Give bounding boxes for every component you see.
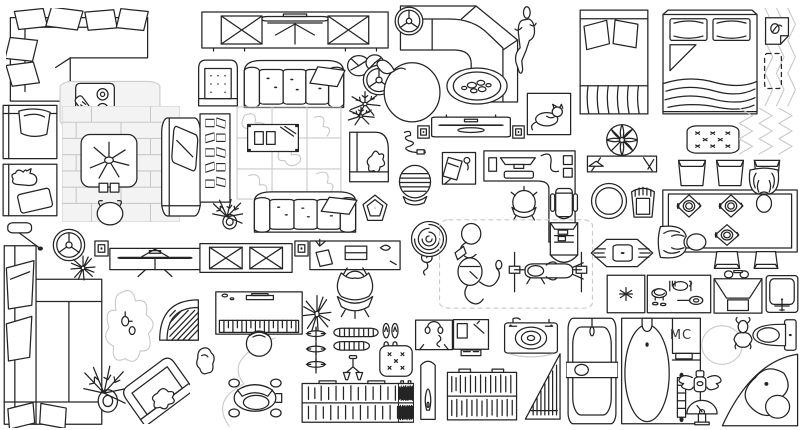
office-chair-icon [510,186,538,221]
ceiling-fan-icon [395,7,423,35]
round-fan-icon [53,229,85,261]
cat-portrait-icon [527,93,571,135]
toilet-icon [752,319,797,351]
stone-decor-icon [196,347,215,375]
small-plant-icon [348,107,375,125]
star-plant-icon [350,91,381,117]
dining-chair-2-icon [716,160,744,186]
tv-console-speakers-icon [431,114,511,138]
stove-hood-icon [713,270,763,314]
shag-rug-triangle-icon [524,353,561,420]
shag-rug-narrow-icon [398,380,414,423]
dining-chair-4-icon [714,251,740,269]
side-desk-monitor-icon [442,152,476,185]
dining-chair-1-icon [678,160,706,186]
herringbone-floor-right-icon [738,108,793,155]
single-bed-cat-icon [2,163,58,217]
speaker-3-icon [294,240,309,257]
mc-closet-label: MC [669,327,693,343]
kitchen-counter-utensils-icon [646,274,712,314]
round-chair-icon [96,200,124,226]
bean-bag-chair-icon [376,59,441,123]
speaker-left-icon [417,125,430,139]
shag-rug-medium-icon [446,368,518,421]
person-bathroom-icon [733,317,753,349]
dining-chair-5-icon [754,251,778,269]
washing-machine-icon [504,317,558,358]
square-table-flower-icon [80,134,138,193]
console-table-icon [586,155,658,173]
spiky-plant-2-icon [302,295,332,333]
organic-rug-icon [105,290,154,362]
baby-stroller-icon [228,378,283,418]
ironing-board-icon [420,360,436,420]
spiral-rug-icon [411,221,447,257]
dotted-mat-icon [764,53,782,89]
tufted-mat-icon [379,345,413,377]
workstation-person-icon [309,238,401,319]
bookshelf-icon [199,113,231,203]
plant-card-icon [765,17,789,45]
round-rug-light-icon [701,325,743,365]
toy-airplanes-icon [306,326,326,374]
tv-console-crossed-icon [200,10,390,53]
desk-tablet-monitor-icon [453,319,489,356]
pentagon-pouf-icon [362,194,388,221]
wicker-chair-icon [631,187,655,218]
round-stool-icon [246,330,272,357]
desk-headphones-icon [415,319,453,350]
sofa-three-seat-icon [243,59,346,109]
vacuum-cleaner-icon [454,222,503,305]
coat-stand-icon [343,355,363,380]
rolled-mats-icon [333,327,379,351]
kitchen-sink-drainer-icon [590,238,654,268]
person-lying-icon [514,6,537,74]
sofa-two-seat-icon [253,191,358,233]
ottoman-tufted-icon [686,125,740,154]
double-bed-right-icon [662,9,758,115]
corner-jacuzzi-icon [721,353,799,427]
upright-piano-icon [215,291,303,335]
cooktop-burner-icon [606,274,646,314]
bathtub-icon [566,317,618,425]
round-side-table-icon [591,183,627,219]
glass-coffee-table-icon [247,124,299,152]
corner-basket-icon [159,299,199,341]
sideboard-crossed-icon [199,243,293,273]
armchair-rotated-icon [122,354,190,424]
bistro-table-icon [399,165,431,206]
corner-sofa-throws-icon [3,244,103,428]
kitchen-sink-square-icon [765,275,799,313]
armchair-flower-icon [349,131,389,183]
speaker-2-icon [94,240,109,257]
pleated-pouf-icon [606,124,638,156]
palm-plant-small-icon [212,199,243,230]
shag-rug-wide-icon [301,380,405,423]
speaker-right-icon [512,125,525,139]
double-bed-left-icon [579,9,649,115]
marble-rug-icon [236,106,342,200]
oval-rug-flowers-icon [446,67,508,105]
single-bed-icon [2,104,58,160]
daybed-pillow-icon [161,117,201,217]
armchair-tufted-icon [198,59,238,107]
refrigerator-open-icon [550,222,578,263]
tv-wall-console-icon [109,247,201,278]
